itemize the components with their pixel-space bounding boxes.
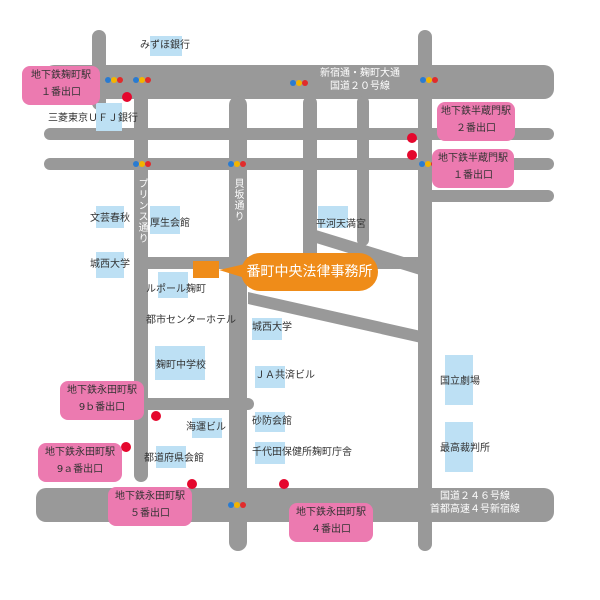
- exit-dot-nagatacho-5: [187, 479, 197, 489]
- office-name-label: 番町中央法律事務所: [241, 253, 378, 291]
- station-callout-hanzomon-2: 地下鉄半蔵門駅 ２番出口: [437, 102, 515, 141]
- station-callout-nagatacho-5: 地下鉄永田町駅 ５番出口: [108, 487, 192, 526]
- station-callout-nagatacho-4: 地下鉄永田町駅 ４番出口: [289, 503, 373, 542]
- building-sabo: [255, 412, 285, 432]
- road-south-street: [134, 398, 254, 410]
- label-josai-west: 城西大学: [90, 259, 130, 270]
- station-exit: １番出口: [453, 170, 493, 181]
- building-lupol: [158, 272, 188, 298]
- road-label-shinjuku-line2: 国道２０号線: [330, 81, 390, 92]
- building-kojimachi-jh: [155, 346, 205, 380]
- building-ja: [255, 366, 285, 388]
- traffic-signal-icon: [228, 161, 246, 167]
- station-exit: 9ａ番出口: [56, 464, 104, 475]
- office-pointer-icon: [219, 264, 245, 278]
- station-name: 地下鉄半蔵門駅: [441, 106, 511, 117]
- road-prince-dori: [134, 82, 148, 482]
- label-bungei: 文芸春秋: [90, 213, 130, 224]
- exit-dot-nagatacho-4: [279, 479, 289, 489]
- road-east-lane: [357, 96, 369, 246]
- road-label-246-line1: 国道２４６号線: [440, 491, 510, 502]
- station-name: 地下鉄永田町駅: [296, 507, 366, 518]
- building-kokuritsu: [445, 355, 473, 405]
- exit-dot-nagatacho-9b: [151, 411, 161, 421]
- exit-dot-nagatacho-9a: [121, 442, 131, 452]
- traffic-signal-icon: [420, 77, 438, 83]
- road-label-shinjuku-line1: 新宿通・麹町大通: [320, 68, 400, 79]
- road-label-kaizaka: 貝坂通り: [232, 178, 243, 222]
- traffic-signal-icon: [133, 161, 151, 167]
- station-exit: １番出口: [41, 87, 81, 98]
- label-kokuritsu: 国立劇場: [440, 376, 480, 387]
- label-josai-central: 城西大学: [252, 322, 292, 333]
- station-name: 地下鉄永田町駅: [115, 491, 185, 502]
- building-mufj: [96, 103, 122, 131]
- station-callout-hanzomon-1: 地下鉄半蔵門駅 １番出口: [432, 149, 514, 188]
- station-exit: ５番出口: [130, 508, 170, 519]
- road-label-246-line2: 首都高速４号新宿線: [430, 504, 520, 515]
- label-ja: ＪＡ共済ビル: [255, 370, 315, 381]
- building-hirakawa: [318, 206, 348, 228]
- station-exit: ２番出口: [456, 123, 496, 134]
- station-name: 地下鉄永田町駅: [45, 447, 115, 458]
- road-label-prince: プリンス通り: [136, 178, 147, 244]
- station-name: 地下鉄半蔵門駅: [438, 153, 508, 164]
- exit-dot-hanzomon-1: [407, 150, 417, 160]
- building-bungei: [96, 206, 124, 228]
- road-label-shinjuku: 新宿通・麹町大通 国道２０号線: [300, 67, 420, 93]
- road-east-avenue: [418, 30, 432, 551]
- label-saiko: 最高裁判所: [440, 443, 490, 454]
- road-kaizaka-dori: [229, 96, 247, 551]
- building-kosei: [150, 206, 180, 234]
- station-callout-nagatacho-9b: 地下鉄永田町駅 9ｂ番出口: [60, 381, 144, 420]
- label-kosei: 厚生会館: [150, 218, 190, 229]
- road-label-246: 国道２４６号線 首都高速４号新宿線: [410, 490, 540, 516]
- traffic-signal-icon: [133, 77, 151, 83]
- road-east-short-street: [420, 190, 554, 202]
- station-exit: ４番出口: [311, 524, 351, 535]
- building-kaiun: [192, 418, 222, 438]
- label-mufj: 三菱東京ＵＦＪ銀行: [48, 113, 138, 124]
- building-todofuken: [156, 446, 186, 468]
- label-mizuho: みずほ銀行: [140, 40, 190, 51]
- exit-dot-kojimachi-1: [122, 92, 132, 102]
- building-mizuho: [150, 36, 182, 56]
- traffic-signal-icon: [290, 80, 308, 86]
- label-hirakawa: 平河天満宮: [316, 219, 366, 230]
- traffic-signal-icon: [105, 77, 123, 83]
- station-name: 地下鉄麹町駅: [31, 70, 91, 81]
- station-exit: 9ｂ番出口: [78, 402, 126, 413]
- label-lupol: ルポール麹町: [146, 284, 206, 295]
- station-callout-kojimachi: 地下鉄麹町駅 １番出口: [22, 66, 100, 105]
- exit-dot-hanzomon-2: [407, 133, 417, 143]
- label-todofuken: 都道府県会館: [144, 453, 204, 464]
- label-sabo: 砂防会館: [252, 416, 292, 427]
- building-josai-central: [252, 318, 282, 340]
- label-kojimachi-jh: 麹町中学校: [156, 360, 206, 371]
- label-kaiun: 海運ビル: [186, 422, 226, 433]
- building-saiko: [445, 422, 473, 472]
- building-josai-west: [96, 252, 124, 278]
- road-hirakawa-lane: [303, 96, 317, 266]
- station-callout-nagatacho-9a: 地下鉄永田町駅 9ａ番出口: [38, 443, 122, 482]
- office-location-marker: [193, 261, 219, 278]
- station-name: 地下鉄永田町駅: [67, 385, 137, 396]
- label-chiyoda: 千代田保健所麹町庁舎: [252, 447, 352, 458]
- building-chiyoda: [255, 442, 285, 464]
- traffic-signal-icon: [228, 502, 246, 508]
- label-toshi: 都市センターホテル: [146, 315, 236, 326]
